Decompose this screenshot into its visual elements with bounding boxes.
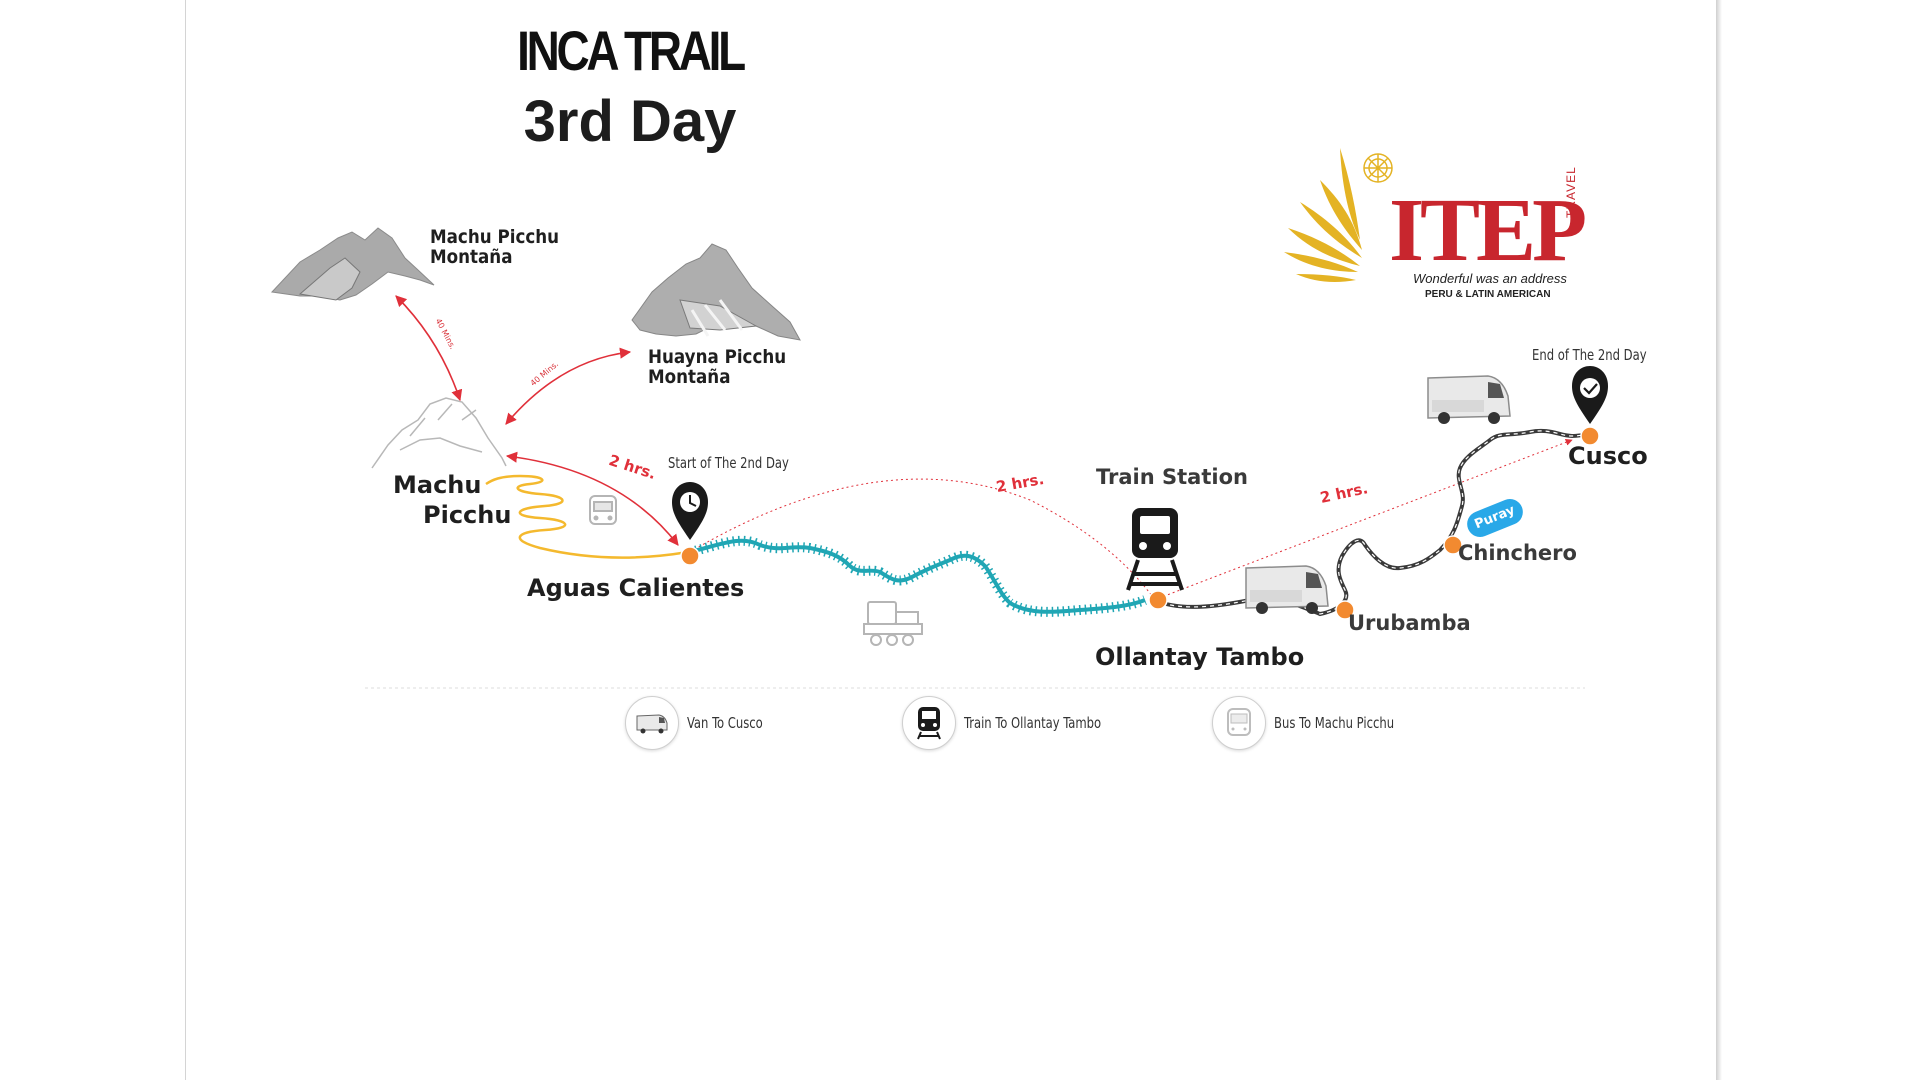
legend-train-label: Train To Ollantay Tambo <box>964 714 1102 732</box>
train-station-icon <box>1126 508 1184 591</box>
wing-logo-icon <box>1284 148 1393 282</box>
road-centerline <box>1154 430 1593 615</box>
cusco-stop <box>1580 426 1600 446</box>
legend-bus-label: Bus To Machu Picchu <box>1274 714 1395 732</box>
label-chinchero: Chinchero <box>1458 541 1577 565</box>
ollantay-tambo-stop <box>1148 590 1168 610</box>
arrow-mp-mountain <box>395 295 463 402</box>
huayna-picchu-mountain-icon <box>631 243 801 341</box>
arrow-aguas-machu <box>505 451 679 546</box>
legend-train: Train To Ollantay Tambo <box>902 696 1123 750</box>
van-cusco-icon <box>1427 375 1511 424</box>
van-urubamba-icon <box>1245 565 1329 614</box>
railway-ties <box>688 535 1147 617</box>
logo-travel: TRAVEL <box>1564 166 1578 218</box>
legend-van: Van To Cusco <box>625 696 775 750</box>
label-aguas-calientes: Aguas Calientes <box>527 574 745 602</box>
label-cusco: Cusco <box>1568 442 1648 470</box>
clock-pin-icon <box>672 482 708 540</box>
train-icon <box>902 696 956 750</box>
logo-wordmark: ITEP <box>1389 181 1587 280</box>
dashed-arc-aguas-ollantay <box>689 478 1153 597</box>
label-ollantay-tambo: Ollantay Tambo <box>1095 643 1305 671</box>
label-end-day: End of The 2nd Day <box>1532 346 1647 364</box>
chinchero-stop <box>1443 535 1463 555</box>
bus-icon <box>1212 696 1266 750</box>
label-start-day: Start of The 2nd Day <box>668 454 789 472</box>
legend-van-label: Van To Cusco <box>687 714 763 732</box>
label-urubamba: Urubamba <box>1348 611 1471 635</box>
itep-logo: ITEP TRAVEL Wonderful was an address PER… <box>1270 140 1630 310</box>
machu-picchu-mountain-icon <box>270 227 435 301</box>
label-train-station: Train Station <box>1096 465 1248 489</box>
logo-subtitle: PERU & LATIN AMERICAN <box>1425 289 1551 300</box>
van-icon <box>625 696 679 750</box>
page-edge-left <box>185 0 186 1080</box>
arrow-huayna <box>505 347 632 425</box>
bus-road <box>485 474 689 559</box>
page-edge-right <box>1716 0 1722 1080</box>
railway-route <box>689 538 1146 614</box>
legend-bus: Bus To Machu Picchu <box>1212 696 1414 750</box>
machu-picchu-citadel-icon <box>371 397 507 469</box>
logo-tagline: Wonderful was an address <box>1413 271 1567 286</box>
check-pin-icon <box>1572 366 1608 424</box>
urubamba-stop <box>1335 600 1355 620</box>
locomotive-map-icon <box>863 601 923 646</box>
map-title: INCA TRAIL <box>517 19 746 82</box>
road-route <box>1154 428 1593 617</box>
aguas-calientes-stop <box>680 546 700 566</box>
bus-map-icon <box>589 495 617 525</box>
map-subtitle: 3rd Day <box>523 89 737 154</box>
